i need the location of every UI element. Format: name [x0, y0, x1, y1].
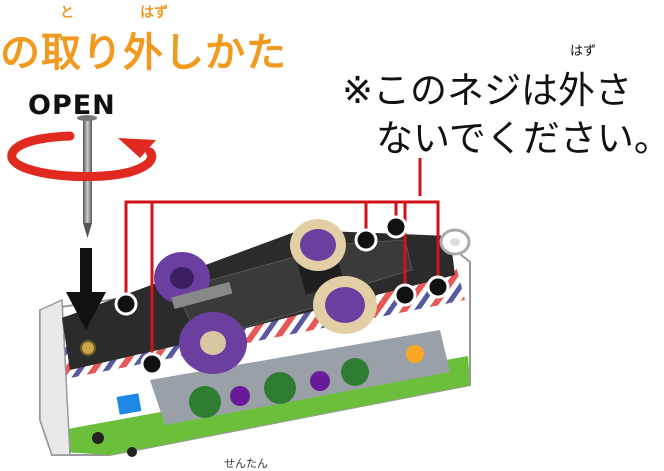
wheel-rear-right	[290, 219, 346, 271]
warning-ruby-hazu: はず	[570, 44, 597, 59]
page-title: の取り外しかた	[0, 30, 287, 76]
title-ruby-to: と	[60, 5, 74, 21]
title-ruby-hazu: はず	[140, 5, 168, 21]
rotate-arrow-icon	[7, 131, 157, 182]
marker-1	[114, 292, 138, 316]
bottom-ruby: せんたん	[224, 457, 268, 470]
screw	[77, 115, 97, 238]
callout-markers	[114, 215, 450, 376]
screw-head	[80, 340, 96, 356]
marker-6	[426, 275, 450, 299]
wheel-front-right	[313, 276, 377, 334]
marker-4	[384, 215, 408, 239]
wheel-front-left	[179, 312, 247, 374]
wheels	[154, 219, 377, 374]
marker-5	[393, 283, 417, 307]
marker-3	[354, 228, 378, 252]
down-arrow-icon	[66, 248, 106, 330]
open-label: OPEN	[28, 90, 116, 121]
hook-ring	[439, 228, 471, 256]
marker-2	[140, 352, 164, 376]
warning-text-line2: ないでください。	[376, 117, 664, 160]
warning-text-line1: ※このネジは外さ	[342, 69, 633, 112]
